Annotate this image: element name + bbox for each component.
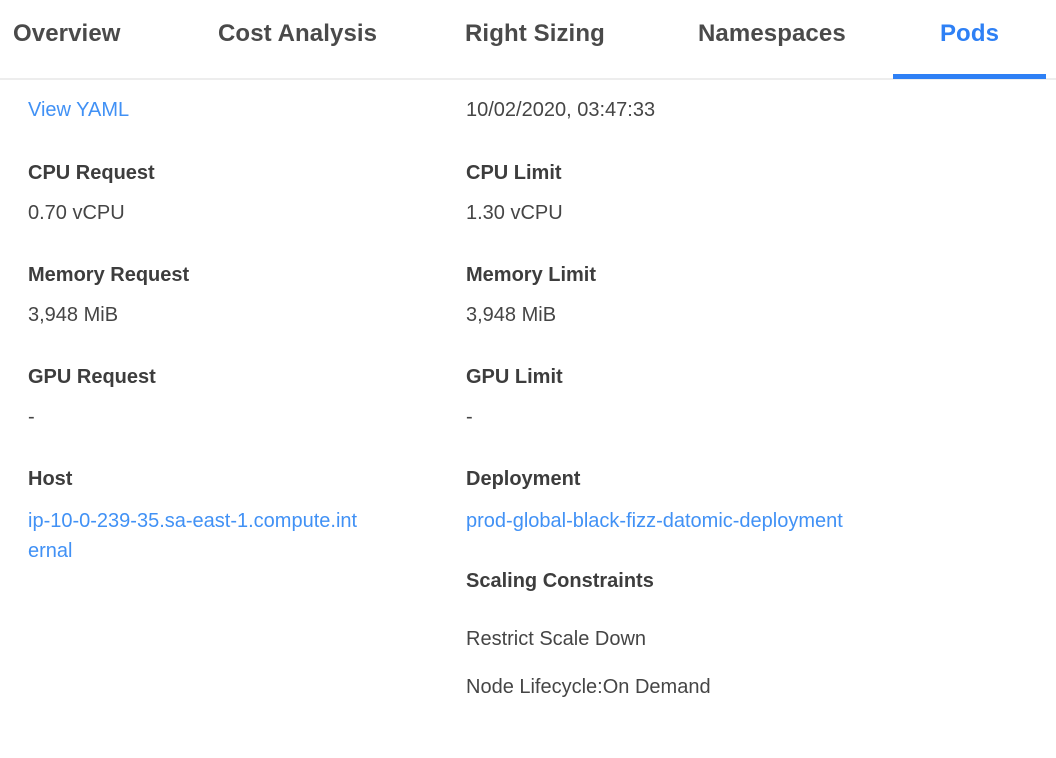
memory-limit-value: 3,948 MiB [466,304,557,326]
scaling-constraints-label: Scaling Constraints [466,570,654,592]
cpu-request-value: 0.70 vCPU [28,202,125,224]
field-memory-limit: Memory Limit 3,948 MiB [466,262,1046,328]
view-yaml-link[interactable]: View YAML [28,99,130,121]
memory-request-value: 3,948 MiB [28,304,119,326]
details-column-left: View YAML CPU Request 0.70 vCPU Memory R… [28,97,466,700]
tab-bar: Overview Cost Analysis Right Sizing Name… [0,0,1056,80]
details-column-right: 10/02/2020, 03:47:33 CPU Limit 1.30 vCPU… [466,97,1046,700]
field-host: Host ip-10-0-239-35.sa-east-1.compute.in… [28,466,466,566]
field-cpu-request: CPU Request 0.70 vCPU [28,160,466,226]
field-gpu-request: GPU Request - [28,364,466,430]
tab-right-sizing[interactable]: Right Sizing [465,20,605,47]
cpu-request-label: CPU Request [28,162,155,184]
memory-request-label: Memory Request [28,264,190,286]
memory-limit-label: Memory Limit [466,264,597,286]
host-link[interactable]: ip-10-0-239-35.sa-east-1.compute.interna… [28,510,358,562]
field-deployment: Deployment prod-global-black-fizz-datomi… [466,466,1046,536]
gpu-limit-label: GPU Limit [466,366,563,388]
gpu-limit-value: - [466,406,473,428]
deployment-link[interactable]: prod-global-black-fizz-datomic-deploymen… [466,510,843,532]
pod-timestamp: 10/02/2020, 03:47:33 [466,99,656,121]
gpu-request-value: - [28,406,35,428]
scaling-constraint-restrict-scale-down: Restrict Scale Down [466,628,647,650]
field-gpu-limit: GPU Limit - [466,364,1046,430]
tab-pods[interactable]: Pods [939,20,1000,47]
host-label: Host [28,468,73,490]
field-memory-request: Memory Request 3,948 MiB [28,262,466,328]
field-cpu-limit: CPU Limit 1.30 vCPU [466,160,1046,226]
tab-overview[interactable]: Overview [13,20,121,47]
deployment-label: Deployment [466,468,581,490]
gpu-request-label: GPU Request [28,366,156,388]
cpu-limit-label: CPU Limit [466,162,562,184]
cpu-limit-value: 1.30 vCPU [466,202,563,224]
active-tab-underline [893,74,1046,79]
pod-details-panel: View YAML CPU Request 0.70 vCPU Memory R… [0,80,1056,700]
tab-namespaces[interactable]: Namespaces [698,20,846,47]
tab-cost-analysis[interactable]: Cost Analysis [218,20,378,47]
scaling-constraint-node-lifecycle: Node Lifecycle:On Demand [466,676,711,698]
